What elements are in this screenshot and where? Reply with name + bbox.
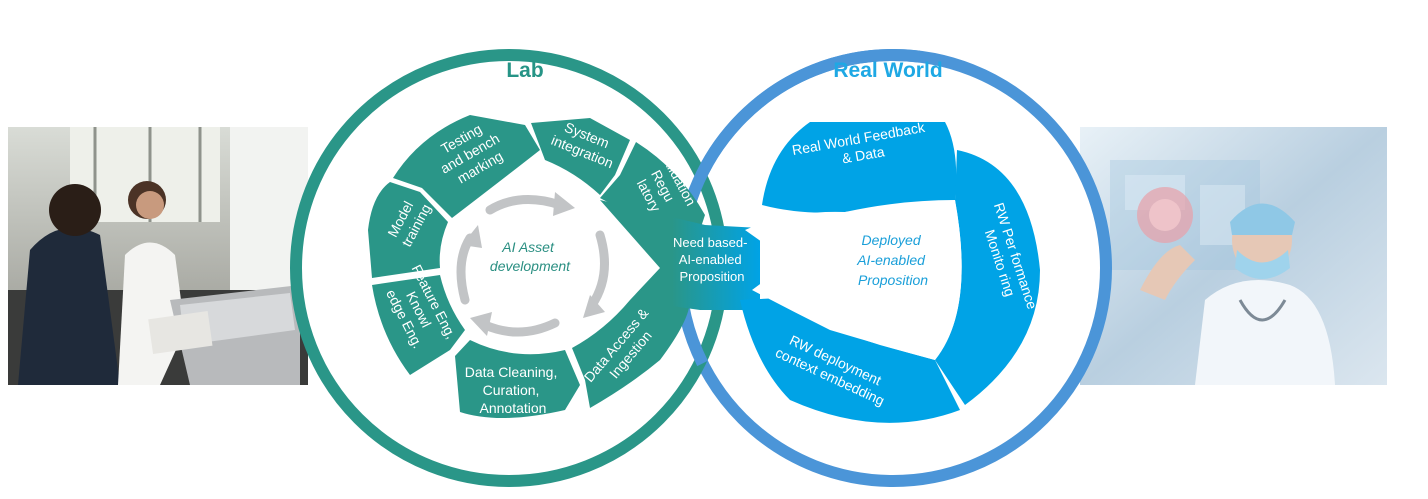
segment-data-access <box>572 300 690 408</box>
hub-shape <box>600 200 760 310</box>
real-world-cycle <box>740 122 1040 423</box>
arrowhead-right-icon <box>583 295 605 318</box>
real-world-title: Real World <box>833 59 942 82</box>
hub-text: Need based- AI-enabled Proposition <box>673 235 751 284</box>
segment-feature-eng <box>372 275 465 375</box>
segment-testing <box>393 115 540 218</box>
lab-cycle <box>368 115 760 419</box>
arrowhead-bottom-icon <box>470 312 492 336</box>
segment-model-training <box>368 182 448 278</box>
lab-photo <box>8 127 308 385</box>
lab-title: Lab <box>506 59 543 82</box>
segment-data-cleaning <box>455 340 580 419</box>
lab-center-text: AI Asset development <box>490 239 571 274</box>
segment-deployment <box>740 298 960 423</box>
gray-arrow-right <box>587 230 609 310</box>
label-model-training: Model training <box>383 193 434 249</box>
inner-cycle-arrows <box>456 195 609 337</box>
gray-arrow-bottom <box>480 318 560 337</box>
segment-system-integration <box>531 118 630 195</box>
real-world-center-text: Deployed AI-enabled Proposition <box>856 232 929 288</box>
segment-feedback <box>762 122 957 213</box>
inner-arrowheads <box>462 192 605 336</box>
arrowhead-top-icon <box>553 192 575 216</box>
medical-photo <box>1080 127 1387 385</box>
arrowhead-left-icon <box>462 225 482 248</box>
gray-arrow-top <box>485 195 565 215</box>
label-data-cleaning: Data Cleaning, Curation, Annotation <box>465 364 562 416</box>
segment-monitoring <box>935 150 1040 405</box>
